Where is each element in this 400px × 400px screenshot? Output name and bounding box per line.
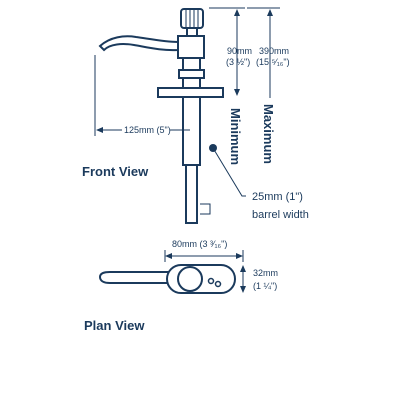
handle-reach-label: 125mm (5") xyxy=(124,125,171,135)
max-height-in: (15 ⁵⁄₁₆") xyxy=(256,57,290,67)
barrel-leader-line xyxy=(212,147,246,197)
plan-view-drawing xyxy=(98,250,246,294)
plan-handle xyxy=(98,271,177,284)
plan-head-circle xyxy=(177,266,203,292)
front-view-dimensions xyxy=(94,7,280,215)
label-minimum: Minimum xyxy=(228,108,243,165)
min-height-in: (3 ½") xyxy=(226,57,250,67)
pump-head xyxy=(177,35,205,59)
mounting-flange xyxy=(157,87,224,98)
label-maximum: Maximum xyxy=(261,104,276,164)
min-height-mm: 90mm xyxy=(227,46,252,56)
max-height-mm: 390mm xyxy=(259,46,289,56)
plan-depth-mm: 32mm xyxy=(253,268,278,278)
pump-barrel xyxy=(185,164,198,224)
plan-view-title: Plan View xyxy=(84,318,145,333)
plan-depth-in: (1 ¼") xyxy=(253,281,277,291)
barrel-size-label: 25mm (1") xyxy=(252,191,303,203)
front-view-title: Front View xyxy=(82,164,149,179)
plan-width-label: 80mm (3 ³⁄₁₆") xyxy=(172,239,227,249)
barrel-width-label: barrel width xyxy=(252,209,309,221)
front-view-drawing xyxy=(98,8,224,224)
pump-knob xyxy=(180,8,204,29)
pump-handle xyxy=(98,35,179,52)
